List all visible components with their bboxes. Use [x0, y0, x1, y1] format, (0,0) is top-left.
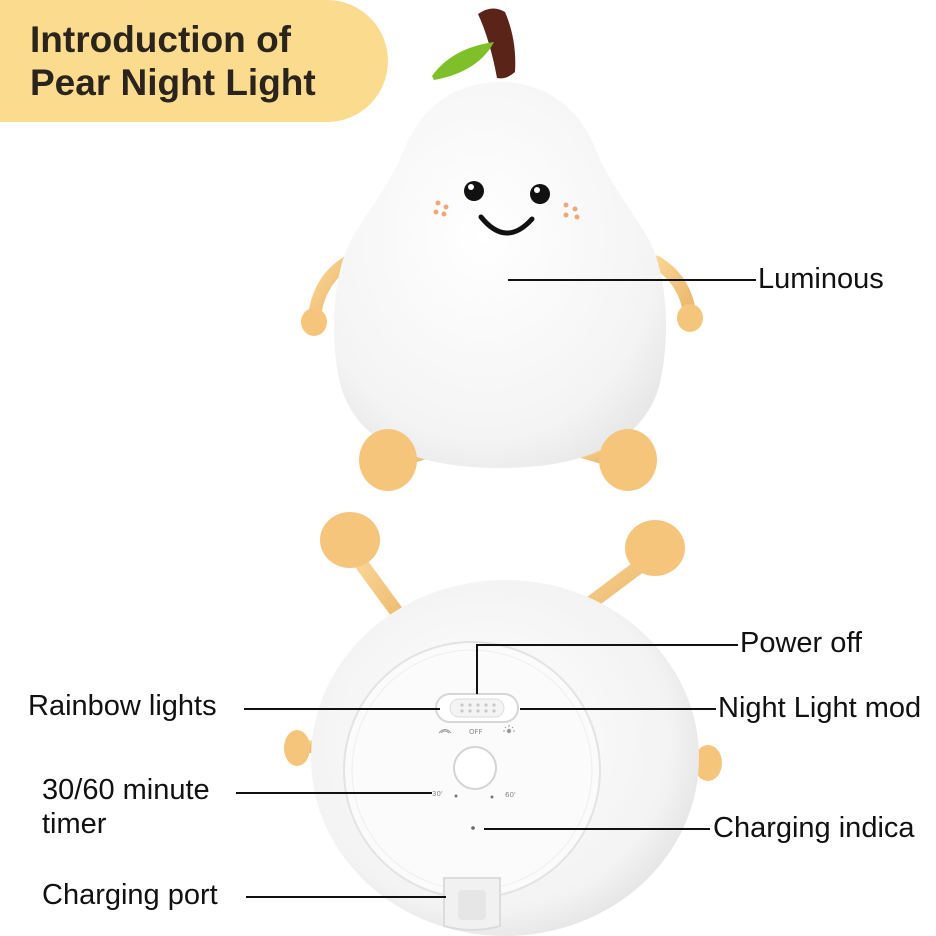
right-cheek-freckles: [563, 202, 580, 220]
timer-30-label: 30': [432, 790, 443, 798]
left-eye: [464, 181, 484, 201]
power-off-leader-vertical: [476, 644, 478, 694]
night-light-leader-line: [520, 708, 716, 710]
charging-indicator-leader-line: [484, 828, 710, 830]
left-cheek-freckles: [433, 200, 449, 217]
rainbow-mode-icon: [438, 729, 452, 734]
sun-mode-icon: [503, 725, 515, 734]
timer-button[interactable]: [453, 746, 497, 790]
left-raised-foot: [320, 512, 380, 568]
rainbow-lights-leader-line: [244, 708, 440, 710]
left-side-arm: [284, 730, 310, 766]
callout-timer-line-1: 30/60 minute: [42, 774, 210, 806]
left-foot: [359, 429, 417, 491]
off-label: OFF: [469, 728, 483, 736]
callout-rainbow-lights: Rainbow lights: [28, 690, 217, 722]
charging-indicator-light: [471, 826, 475, 830]
callout-charging-indicator: Charging indica: [713, 812, 915, 844]
leaf: [432, 42, 494, 80]
timer-leader-line: [236, 792, 432, 794]
pear-bottom-view: OFF 30' 60': [284, 512, 722, 936]
title-line-2: Pear Night Light: [30, 62, 316, 103]
right-raised-foot: [625, 520, 685, 576]
title-line-1: Introduction of: [30, 19, 291, 60]
callout-timer-line-2: timer: [42, 808, 107, 840]
right-side-arm: [694, 745, 722, 781]
smile: [478, 214, 535, 236]
pear-front-view: [301, 8, 703, 491]
power-off-leader-line: [476, 644, 738, 646]
pear-body-luminous: [333, 82, 667, 468]
timer-60-indicator: [490, 795, 494, 799]
stem: [478, 8, 516, 79]
timer-30-indicator: [454, 794, 458, 798]
right-foot: [599, 429, 657, 491]
title-banner: Introduction of Pear Night Light: [0, 0, 388, 122]
charging-port-leader-line: [246, 896, 446, 898]
right-hand: [677, 304, 703, 332]
left-hand: [301, 308, 327, 336]
callout-power-off: Power off: [740, 627, 862, 659]
timer-60-label: 60': [505, 791, 516, 799]
callout-luminous: Luminous: [758, 263, 884, 295]
callout-charging-port: Charging port: [42, 879, 218, 911]
right-eye: [530, 184, 550, 204]
luminous-leader-line: [508, 279, 756, 281]
callout-night-light-mode: Night Light mod: [718, 692, 922, 724]
